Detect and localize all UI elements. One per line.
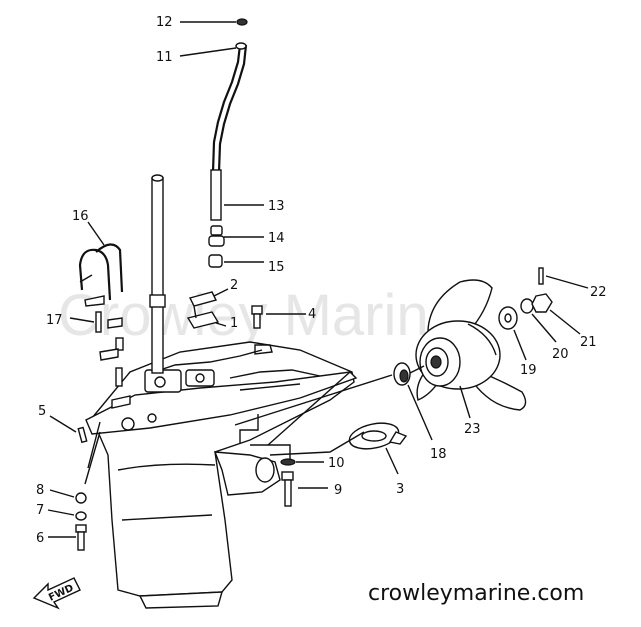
callout-17: 17 [46,313,63,328]
callout-19: 19 [520,363,537,378]
part-3-anode [348,422,408,450]
callout-3: 3 [396,482,404,497]
assembly-lines [84,365,425,485]
callout-6: 6 [36,531,44,546]
shift-rod-assembly [78,243,131,409]
callout-21: 21 [580,335,597,350]
part-5-pin [77,426,88,444]
water-tube [210,42,248,221]
lower-unit-housing [85,341,358,609]
callout-11: 11 [156,50,173,65]
callout-7: 7 [36,503,44,518]
callout-4: 4 [308,307,316,322]
callout-12: 12 [156,15,173,30]
part-9-10-bolt [280,458,296,507]
callout-labels: 12 11 13 14 15 16 17 2 1 4 5 8 7 6 10 9 … [36,15,607,546]
drive-shaft [149,174,166,374]
callout-22: 22 [590,285,607,300]
callout-20: 20 [552,347,569,362]
callout-15: 15 [268,260,285,275]
part-4-bolt [251,305,263,329]
part-1-shim [186,311,220,329]
leader-lines [47,21,589,538]
part-12-cap [236,18,248,26]
callout-14: 14 [268,231,285,246]
part-2-shim [188,291,218,307]
callout-1: 1 [230,316,238,331]
part-18-thrust-washer [393,362,411,386]
site-url-text: crowleymarine.com [368,581,584,606]
callout-10: 10 [328,456,345,471]
prop-nut-hardware [498,267,553,330]
callout-5: 5 [38,404,46,419]
callout-23: 23 [464,422,481,437]
callout-2: 2 [230,278,238,293]
callout-9: 9 [334,483,342,498]
water-tube-grommets [208,225,225,268]
part-6-7-8-fasteners [75,492,87,551]
callout-13: 13 [268,199,285,214]
callout-8: 8 [36,483,44,498]
callout-18: 18 [430,447,447,462]
part-23-propeller [415,279,527,411]
callout-16: 16 [72,209,89,224]
forward-direction-arrow: FWD [32,577,81,610]
